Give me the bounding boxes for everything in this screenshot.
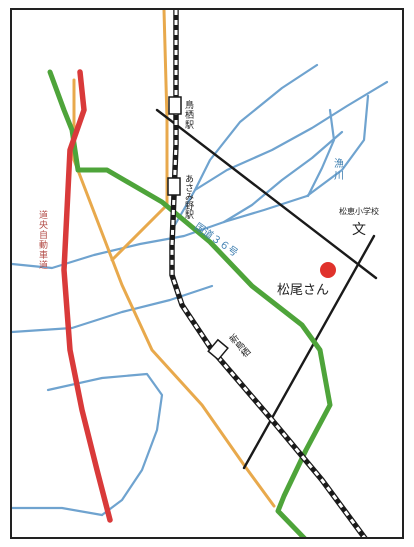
map-frame: 鳥栖駅 あさみ野駅 新鳥栖 国道３６号 道央自動車道 漁川 松恵小学校 文 松尾… [10,8,404,539]
river-3 [193,80,389,192]
road-north [155,108,378,280]
railway [169,10,368,537]
road-south [242,234,376,470]
river-label: 漁川 [332,157,344,182]
black-roads [155,108,378,470]
station-label-mid: あさみ野駅 [183,174,194,220]
station-marker-low[interactable] [207,338,229,361]
station-marker-top[interactable] [168,96,182,115]
station-label-low: 新鳥栖 [225,332,252,361]
railway-line [169,10,368,537]
school-label: 松恵小学校 [339,206,379,216]
orange-road-rail [110,10,169,262]
map-canvas[interactable]: 鳥栖駅 あさみ野駅 新鳥栖 国道３６号 道央自動車道 漁川 松恵小学校 文 松尾… [12,10,404,539]
river-6 [12,284,214,334]
school-icon: 文 [352,222,366,238]
railway-dashes [170,10,366,537]
river-4 [222,130,344,224]
station-label-top: 鳥栖駅 [183,99,194,130]
highway-road [61,69,113,523]
rivers [12,63,389,517]
station-marker-mid[interactable] [167,177,181,196]
river-7 [46,372,164,517]
matsuo-label: 松尾さん [277,283,329,298]
river-2 [170,63,319,232]
river-8 [12,506,104,517]
highway-label: 道央自動車道 [37,209,48,270]
matsuo-marker[interactable] [320,262,336,278]
river-5 [306,108,336,198]
